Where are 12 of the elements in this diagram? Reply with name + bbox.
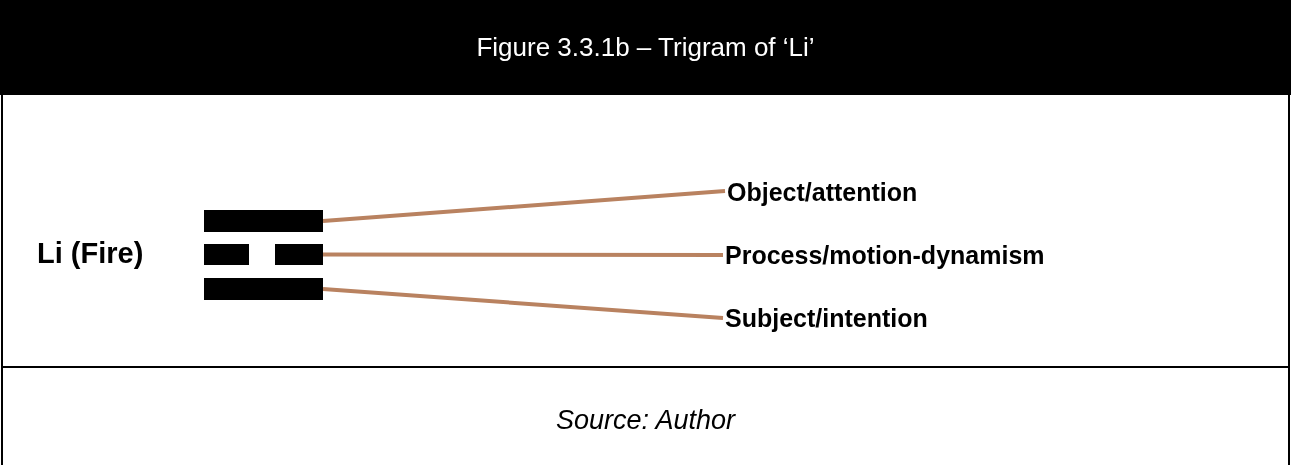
caption: Source: Author (554, 405, 737, 436)
solid-line-bar (204, 278, 323, 300)
label-text: Process/motion-dynamism (725, 240, 1135, 270)
label-text: Object/attention (727, 177, 972, 207)
leader-line (323, 252, 723, 257)
leader-line (322, 189, 726, 223)
title-banner: Figure 3.3.1b – Trigram of ‘Li’ (0, 0, 1291, 95)
trigram-label: Li (Fire) (37, 238, 144, 268)
solid-line-bar (204, 210, 323, 232)
leader-line (322, 287, 724, 320)
broken-line-bar (204, 244, 323, 265)
label-text: Subject/intention (725, 303, 980, 333)
